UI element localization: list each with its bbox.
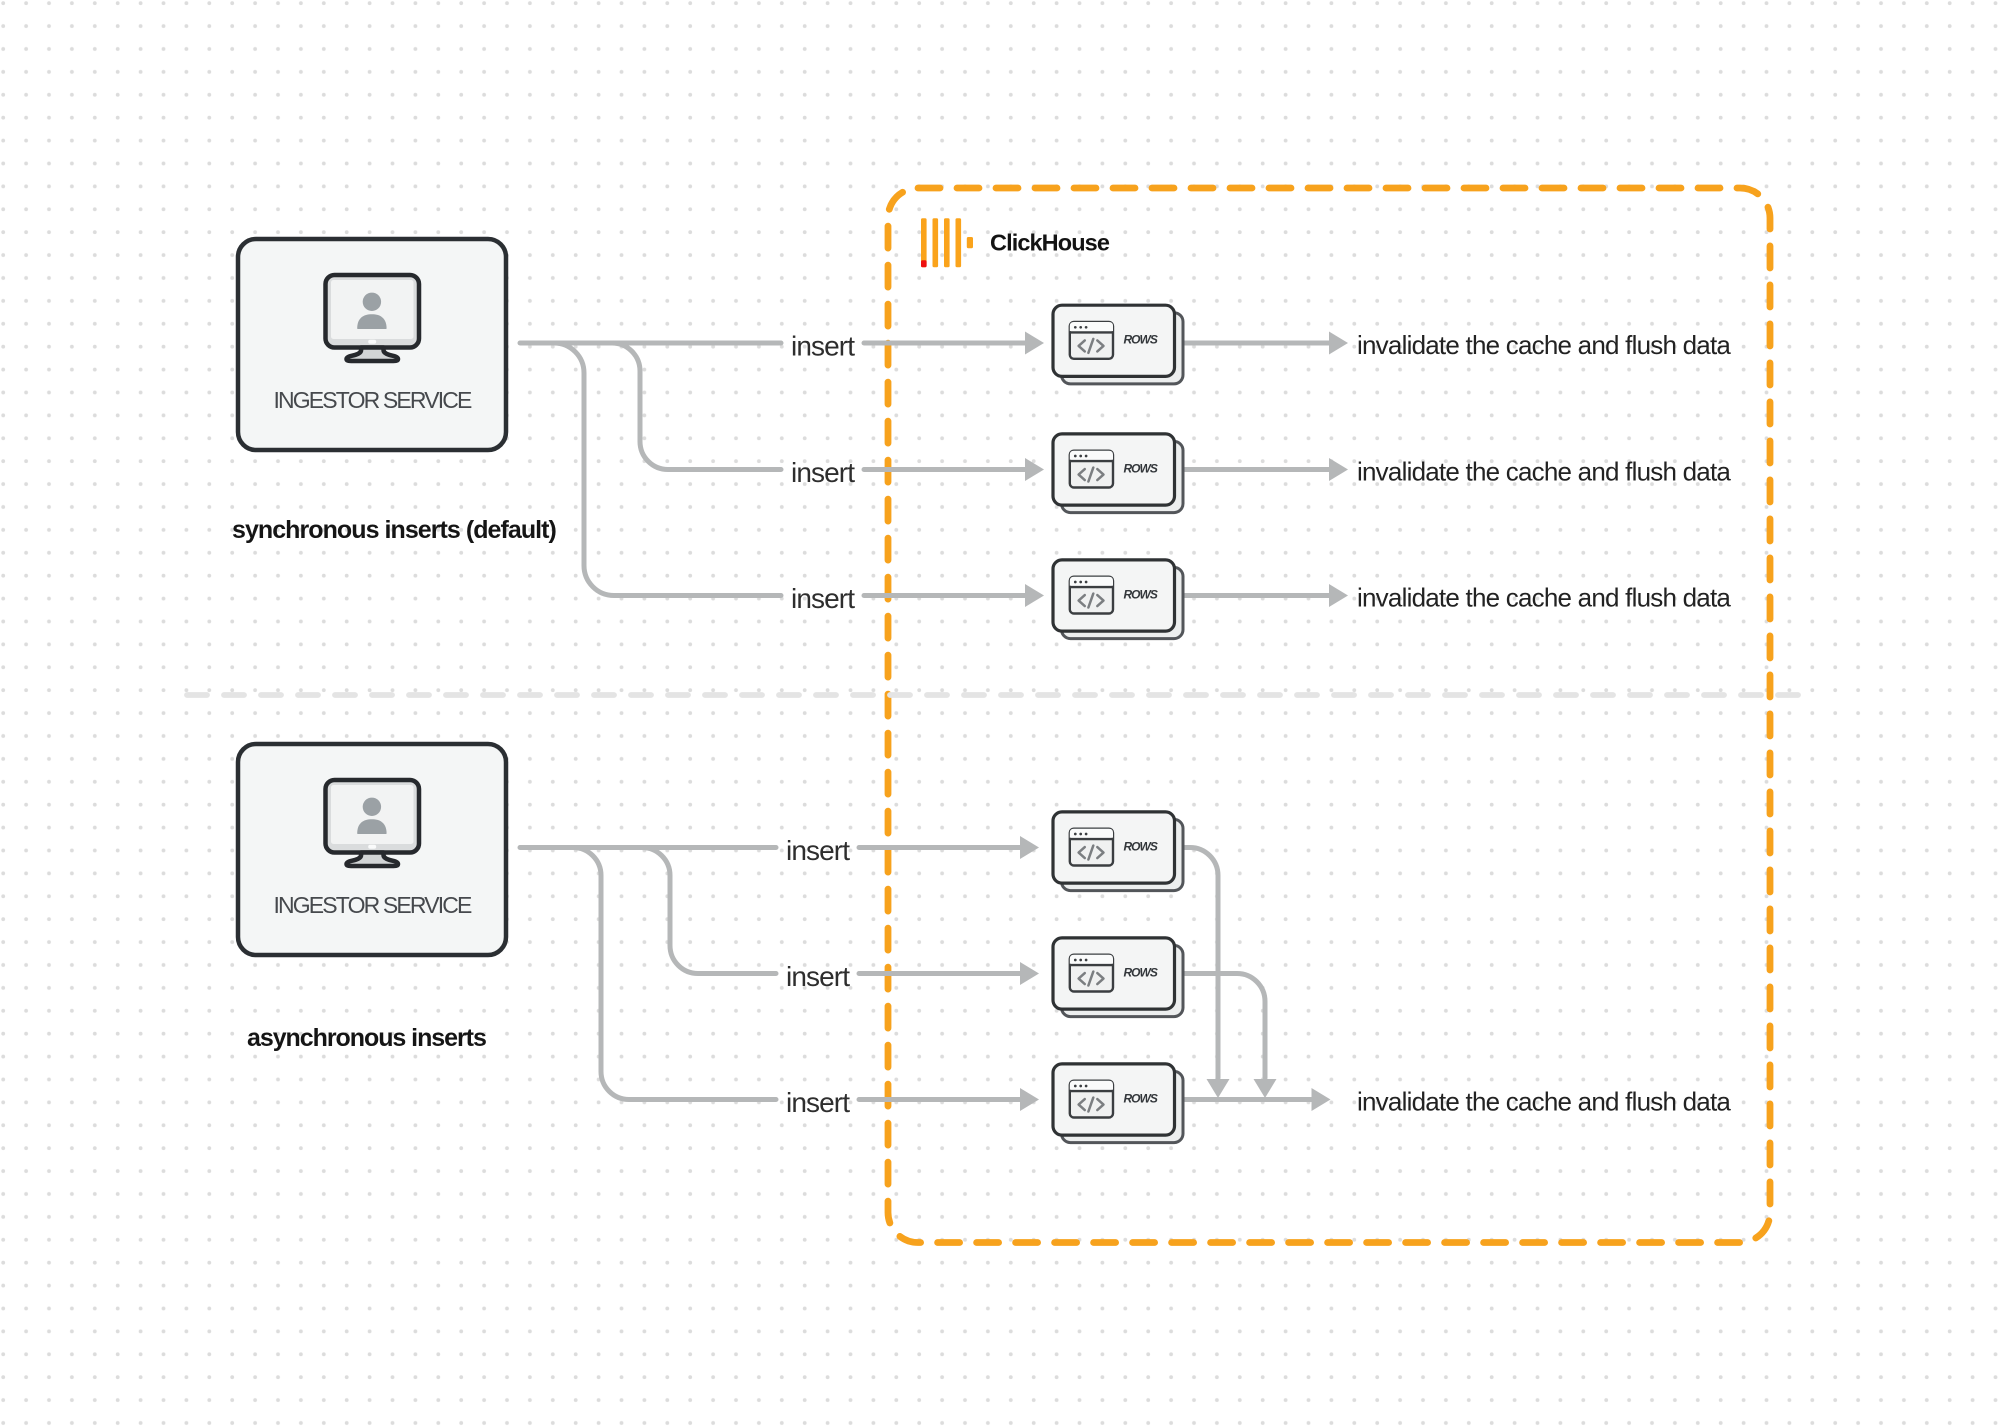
svg-text:insert: insert (786, 1087, 850, 1118)
svg-text:insert: insert (791, 583, 855, 614)
svg-text:synchronous inserts (default): synchronous inserts (default) (232, 516, 557, 544)
svg-text:insert: insert (791, 457, 855, 488)
svg-text:invalidate the cache and flush: invalidate the cache and flush data (1357, 1087, 1731, 1117)
svg-text:invalidate the cache and flush: invalidate the cache and flush data (1357, 457, 1731, 487)
svg-text:insert: insert (791, 331, 855, 362)
svg-text:invalidate the cache and flush: invalidate the cache and flush data (1357, 330, 1731, 360)
svg-text:asynchronous inserts: asynchronous inserts (247, 1024, 486, 1052)
svg-text:ClickHouse: ClickHouse (990, 230, 1110, 256)
svg-text:invalidate the cache and flush: invalidate the cache and flush data (1357, 583, 1731, 613)
svg-text:insert: insert (786, 961, 850, 992)
svg-text:insert: insert (786, 835, 850, 866)
